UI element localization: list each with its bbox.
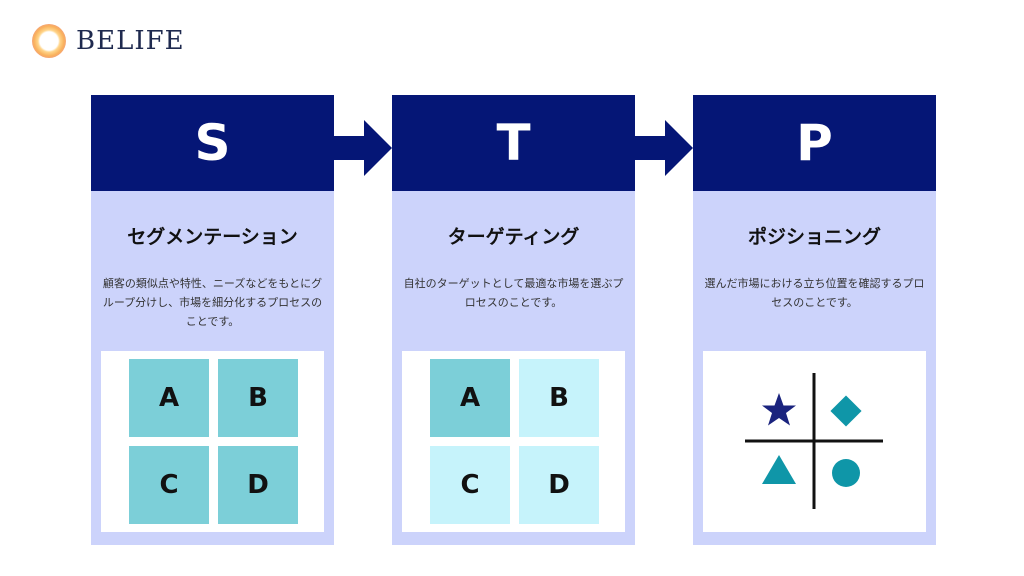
column-title: ターゲティング bbox=[447, 226, 580, 248]
positioning-column: P ポジショニング 選んだ市場における立ち位置を確認するプロセスのことです。 bbox=[693, 95, 936, 545]
column-letter: T bbox=[392, 95, 635, 191]
column-letter: P bbox=[693, 95, 936, 191]
targeting-column: T ターゲティング 自社のターゲットとして最適な市場を選ぶプロセスのことです。 … bbox=[392, 95, 635, 545]
triangle-icon bbox=[762, 455, 796, 484]
column-title: ポジショニング bbox=[747, 226, 881, 248]
target-grid: A B C D bbox=[402, 351, 625, 532]
column-description: 自社のターゲットとして最適な市場を選ぶプロセスのことです。 bbox=[403, 277, 624, 309]
segment-cell-d: D bbox=[218, 446, 298, 524]
segment-grid: A B C D bbox=[101, 351, 324, 532]
segment-cell-c: C bbox=[129, 446, 209, 524]
segment-cell-a: A bbox=[129, 359, 209, 437]
right-arrow-icon bbox=[334, 120, 392, 176]
circle-icon bbox=[832, 459, 860, 487]
column-letter: S bbox=[91, 95, 334, 191]
column-description: 選んだ市場における立ち位置を確認するプロセスのことです。 bbox=[704, 277, 925, 309]
brand-logo: BELIFE bbox=[32, 22, 185, 60]
column-description: 顧客の類似点や特性、ニーズなどをもとにグループ分けし、市場を細分化するプロセスの… bbox=[102, 277, 323, 328]
column-title: セグメンテーション bbox=[127, 226, 298, 248]
segment-cell-b: B bbox=[218, 359, 298, 437]
brand-name: BELIFE bbox=[76, 26, 185, 56]
target-cell-c: C bbox=[430, 446, 510, 524]
star-icon bbox=[762, 393, 796, 426]
diamond-icon bbox=[830, 395, 862, 427]
sun-logo-icon bbox=[32, 24, 66, 58]
positioning-map-graphic bbox=[745, 373, 883, 509]
right-arrow-icon bbox=[635, 120, 693, 176]
segmentation-column: S セグメンテーション 顧客の類似点や特性、ニーズなどをもとにグループ分けし、市… bbox=[91, 95, 334, 545]
target-cell-a-selected: A bbox=[430, 359, 510, 437]
target-cell-b: B bbox=[519, 359, 599, 437]
target-cell-d: D bbox=[519, 446, 599, 524]
positioning-map bbox=[703, 351, 926, 532]
